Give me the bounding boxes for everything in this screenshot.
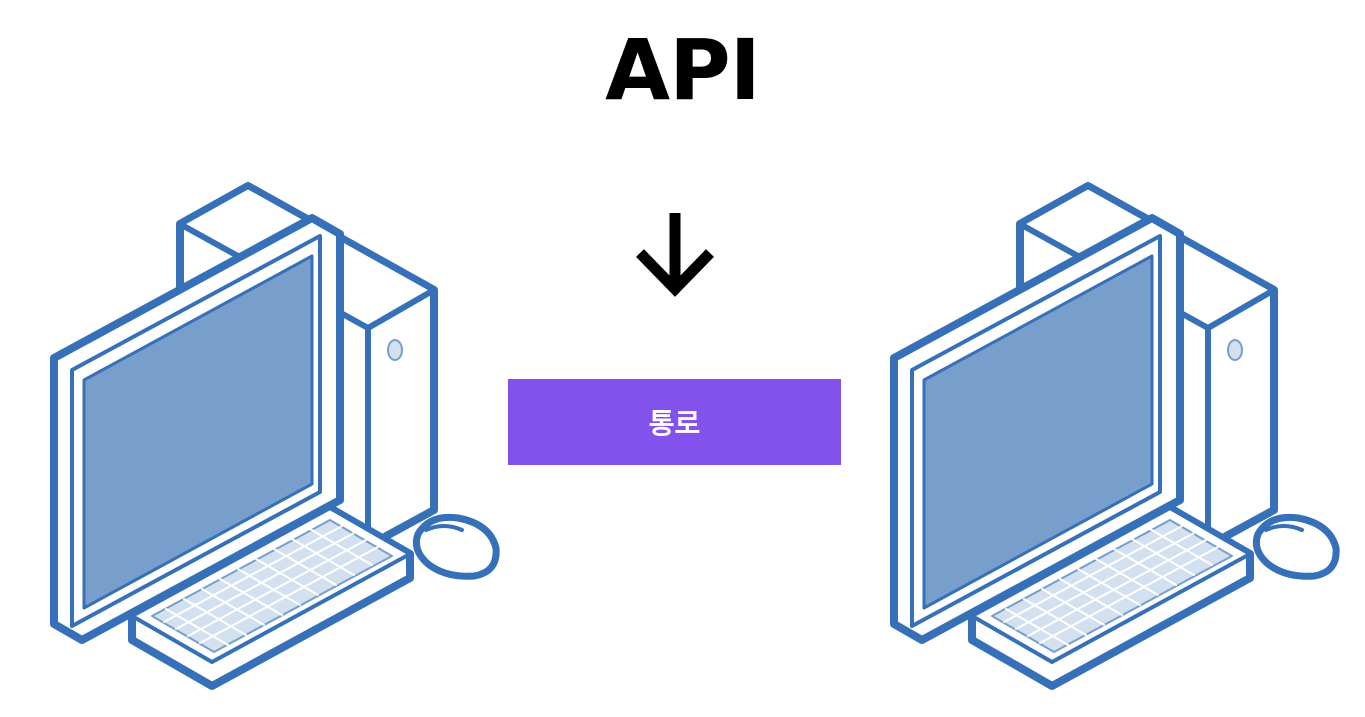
desktop-computer-icon (890, 182, 1340, 690)
channel-label: 통로 (648, 407, 701, 440)
arrow-down-icon (636, 213, 714, 297)
channel-box: 통로 (508, 379, 841, 465)
diagram-title: API (605, 21, 761, 119)
desktop-computer-icon (50, 182, 500, 690)
